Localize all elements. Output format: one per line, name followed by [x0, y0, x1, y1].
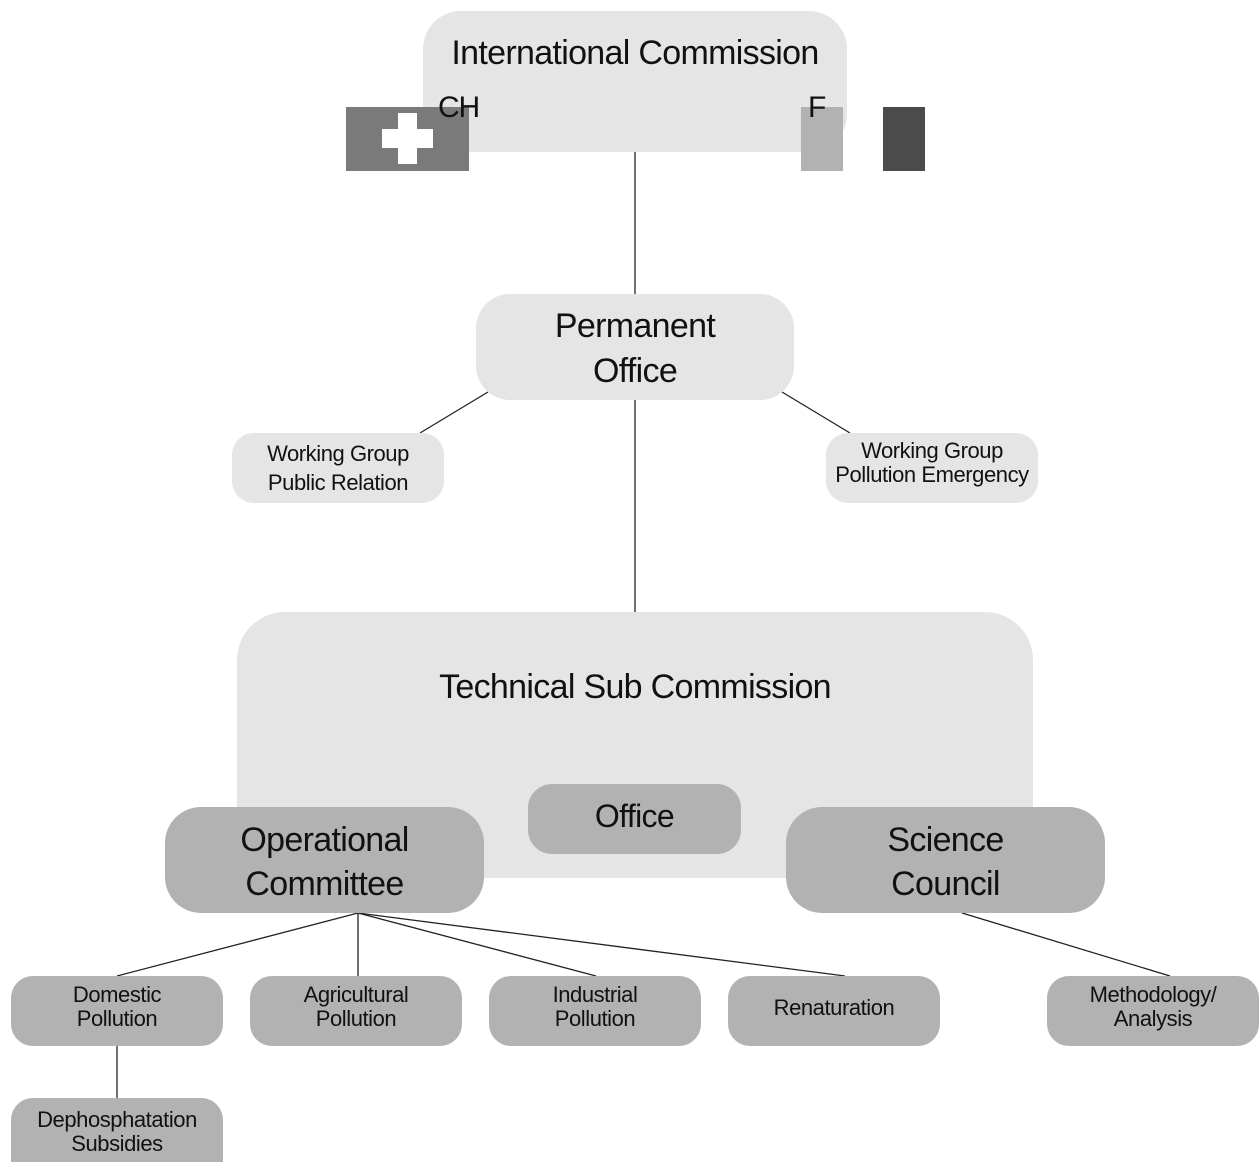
connector-operational-to-industrial: [357, 912, 597, 977]
renaturation-label: Renaturation: [773, 995, 895, 1020]
agricultural-pollution-label: Agricultural Pollution: [303, 982, 409, 1031]
connector-science-to-methodology: [961, 912, 1171, 977]
working-group-pollution-emergency-box: Working Group Pollution Emergency: [826, 433, 1038, 503]
working-group-pollution-emergency-label: Working Group Pollution Emergency: [835, 438, 1029, 488]
dephosphatation-subsidies-label: Dephosphatation Subsidies: [37, 1107, 197, 1156]
industrial-pollution-box: Industrial Pollution: [489, 976, 701, 1046]
french-flag-light-stripe: [801, 107, 843, 171]
office-box: Office: [528, 784, 741, 854]
methodology-analysis-box: Methodology/ Analysis: [1047, 976, 1259, 1046]
flag-label-f: F: [808, 91, 826, 124]
permanent-office-box: Permanent Office: [476, 294, 794, 400]
connector-operational-to-domestic: [116, 912, 359, 977]
connector-operational-to-renaturation: [357, 912, 846, 977]
connector-permanent-to-wg-pollution-emergency: [781, 391, 851, 434]
industrial-pollution-label: Industrial Pollution: [552, 982, 638, 1031]
connector-permanent-to-wg-public-relation: [419, 391, 489, 434]
dephosphatation-subsidies-box: Dephosphatation Subsidies: [11, 1098, 223, 1162]
science-council-label: Science Council: [887, 821, 1004, 904]
renaturation-box: Renaturation: [728, 976, 940, 1046]
permanent-office-title: Permanent Office: [554, 307, 716, 390]
agricultural-pollution-box: Agricultural Pollution: [250, 976, 462, 1046]
international-commission-box: International Commission: [423, 11, 847, 152]
science-council-box: Science Council: [786, 807, 1105, 913]
french-flag-dark-stripe: [883, 107, 925, 171]
swiss-cross-vertical: [398, 113, 417, 164]
office-label: Office: [594, 798, 675, 834]
methodology-analysis-label: Methodology/ Analysis: [1089, 982, 1217, 1031]
working-group-public-relation-box: Working Group Public Relation: [232, 433, 444, 503]
operational-committee-label: Operational Committee: [240, 821, 409, 904]
flag-label-ch: CH: [438, 91, 480, 124]
working-group-public-relation-label: Working Group Public Relation: [267, 441, 409, 495]
swiss-flag-icon: [346, 107, 469, 171]
domestic-pollution-label: Domestic Pollution: [72, 982, 162, 1031]
international-commission-title: International Commission: [451, 34, 819, 72]
technical-sub-commission-title: Technical Sub Commission: [439, 668, 832, 706]
operational-committee-box: Operational Committee: [165, 807, 484, 913]
domestic-pollution-box: Domestic Pollution: [11, 976, 223, 1046]
